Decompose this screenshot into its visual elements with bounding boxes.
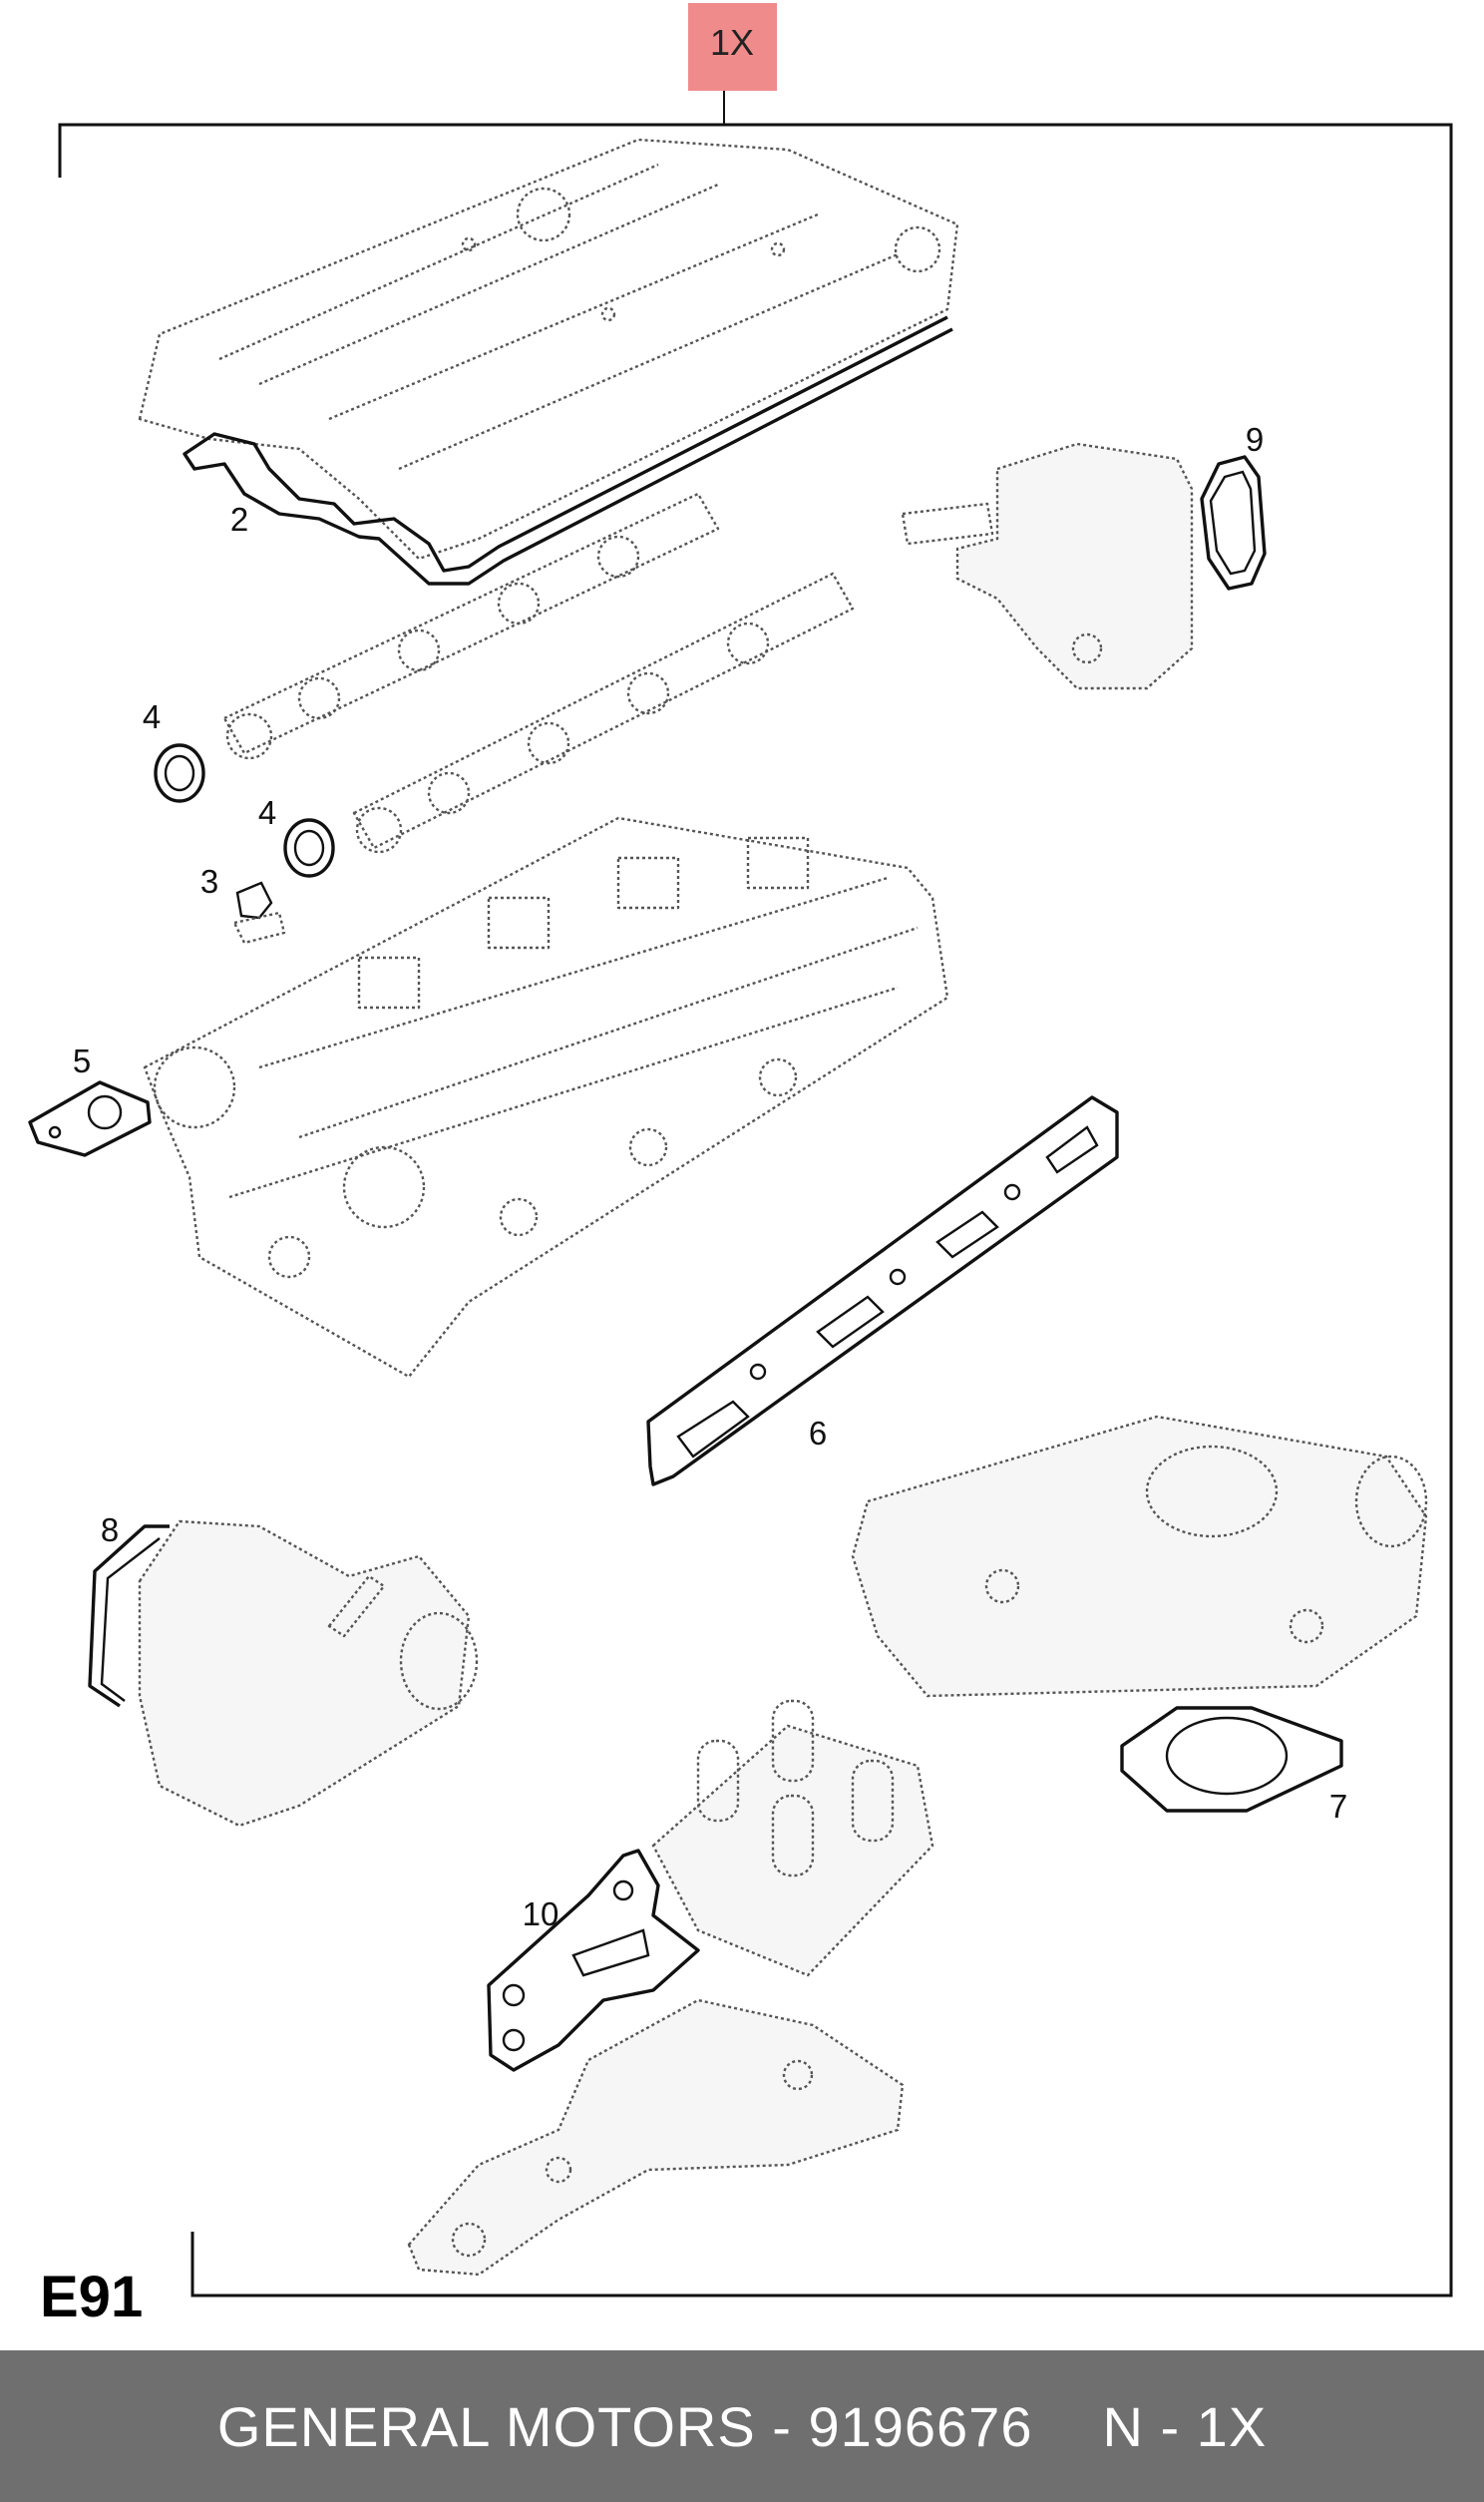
callout-2: 2 <box>230 501 248 538</box>
reference-label: 1X <box>710 22 754 63</box>
throttle-body-gasket <box>1120 1706 1343 1813</box>
throttle-body-assembly <box>851 1415 1428 1698</box>
coolant-housing <box>138 1519 479 1828</box>
small-flange-gasket <box>28 1080 152 1157</box>
valve-cover-gasket <box>183 315 953 586</box>
footer-quantity: N - 1X <box>1102 2394 1268 2458</box>
callout-10: 10 <box>523 1895 559 1932</box>
valve-cover <box>138 138 959 561</box>
valve-stem-seal <box>232 881 286 945</box>
thermostat-housing-upper <box>901 442 1194 690</box>
footer-part-number: GENERAL MOTORS - 9196676 <box>216 2394 1033 2458</box>
callout-9: 9 <box>1246 421 1264 458</box>
coolant-housing-gasket <box>88 1524 170 1708</box>
camshafts <box>222 492 855 854</box>
parts-diagram: 1X 2 9 <box>28 3 1453 2329</box>
frame-bracket <box>58 123 1453 2297</box>
callout-5: 5 <box>73 1042 91 1079</box>
footer-bar: GENERAL MOTORS - 9196676 N - 1X <box>0 2350 1484 2502</box>
callout-8: 8 <box>101 1511 119 1548</box>
callout-7: 7 <box>1329 1788 1347 1825</box>
callout-4-lower: 4 <box>258 794 276 831</box>
cylinder-head <box>143 816 949 1379</box>
camshaft-seal-2 <box>283 818 335 878</box>
thermostat-housing-gasket <box>1200 455 1267 591</box>
callout-6: 6 <box>809 1415 827 1452</box>
callout-4-upper: 4 <box>143 698 161 735</box>
callout-3: 3 <box>200 863 218 900</box>
camshaft-seal-1 <box>154 743 205 803</box>
bracket-gasket <box>487 1849 700 2072</box>
ignition-module <box>651 1699 934 1977</box>
page-code: E91 <box>40 2265 143 2329</box>
manifold-gasket <box>646 1095 1119 1486</box>
reference-box: 1X <box>688 3 777 125</box>
intake-bracket <box>407 1998 905 2277</box>
